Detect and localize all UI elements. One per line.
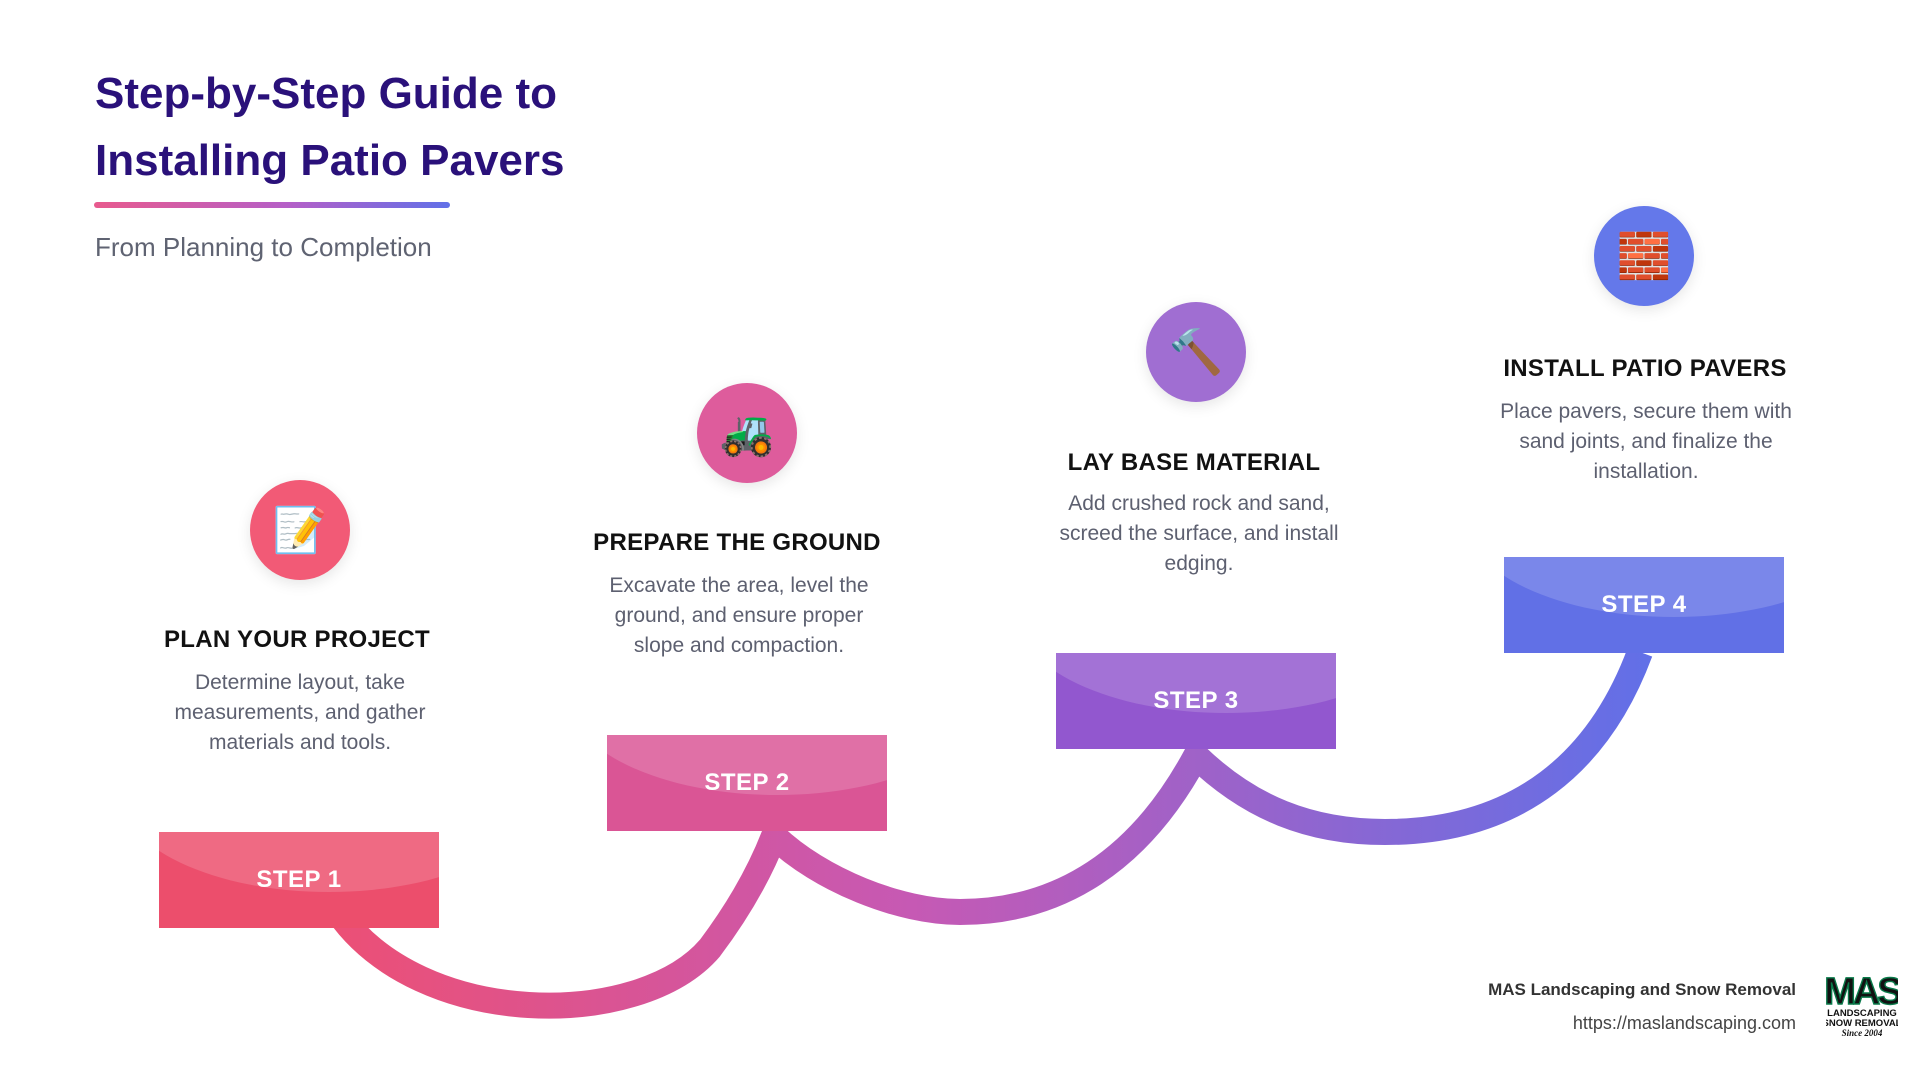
step-4-icon-circle: 🧱 xyxy=(1594,206,1694,306)
title-line-2: Installing Patio Pavers xyxy=(95,136,565,185)
step-4-box: STEP 4 xyxy=(1504,557,1784,653)
step-2-box: STEP 2 xyxy=(607,735,887,831)
step-2-icon-circle: 🚜 xyxy=(697,383,797,483)
logo-main-text: MAS xyxy=(1826,971,1898,1013)
mas-logo: MAS LANDSCAPING SNOW REMOVAL Since 2004 xyxy=(1826,970,1898,1038)
step-1-description: Determine layout, take measurements, and… xyxy=(174,671,426,754)
logo-line-3: SNOW REMOVAL xyxy=(1826,1018,1898,1029)
step-2-heading: PREPARE THE GROUND xyxy=(593,529,881,556)
hammer-icon: 🔨 xyxy=(1168,327,1224,378)
title-line-1: Step-by-Step Guide to xyxy=(95,69,557,118)
step-1-icon-circle: 📝 xyxy=(250,480,350,580)
step-1-label: STEP 1 xyxy=(256,866,342,893)
step-2-description: Excavate the area, level the ground, and… xyxy=(609,574,869,657)
page-title: Step-by-Step Guide to Installing Patio P… xyxy=(95,60,795,194)
footer-company-name: MAS Landscaping and Snow Removal xyxy=(1488,980,1796,999)
step-4-description: Place pavers, secure them with sand join… xyxy=(1500,400,1792,483)
title-underline xyxy=(94,202,450,208)
step-3-icon-circle: 🔨 xyxy=(1146,302,1246,402)
connector-path xyxy=(327,647,1653,1019)
step-3-label: STEP 3 xyxy=(1153,687,1239,714)
logo-line-4: Since 2004 xyxy=(1842,1028,1883,1038)
step-3-box: STEP 3 xyxy=(1056,653,1336,749)
step-4-heading: INSTALL PATIO PAVERS xyxy=(1503,355,1787,382)
step-4-label: STEP 4 xyxy=(1601,591,1687,618)
tractor-icon: 🚜 xyxy=(719,408,775,459)
subtitle: From Planning to Completion xyxy=(95,232,432,262)
logo-line-2: LANDSCAPING xyxy=(1827,1008,1897,1019)
step-1-box: STEP 1 xyxy=(159,832,439,928)
memo-icon: 📝 xyxy=(272,505,328,556)
step-3-heading: LAY BASE MATERIAL xyxy=(1067,449,1321,476)
bricks-icon: 🧱 xyxy=(1616,231,1672,282)
footer-url: https://maslandscaping.com xyxy=(1572,1013,1796,1033)
step-1-heading: PLAN YOUR PROJECT xyxy=(163,626,431,653)
step-3-description: Add crushed rock and sand, screed the su… xyxy=(1059,492,1339,575)
step-2-label: STEP 2 xyxy=(704,769,790,796)
